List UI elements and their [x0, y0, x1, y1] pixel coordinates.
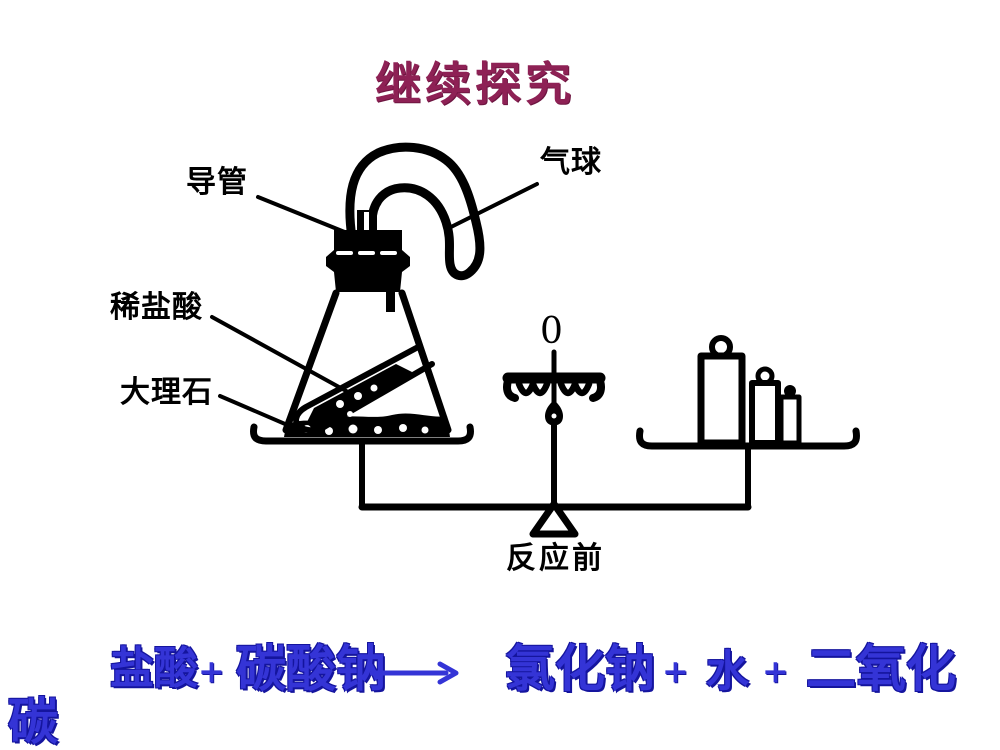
- scale-ridges: [515, 380, 593, 397]
- tube-pointer-line: [256, 195, 359, 239]
- marble-chip-dot: [399, 424, 407, 432]
- balloon-pointer-line: [447, 182, 539, 230]
- marble-chip-dot: [374, 426, 382, 434]
- acid-bubble: [336, 400, 344, 408]
- glass-tube-bore: [364, 212, 369, 246]
- acid-bubble: [370, 384, 378, 392]
- label-dilute-acid: 稀盐酸: [110, 290, 203, 325]
- eq-plus1: +: [198, 652, 225, 690]
- rubber-stopper: [326, 230, 410, 292]
- eq-product3-part1: 二氧化: [806, 639, 956, 698]
- flask: [282, 289, 452, 434]
- test-tube: [293, 343, 435, 434]
- weight-small: [778, 394, 802, 446]
- reaction-arrow-icon: [370, 661, 459, 685]
- pointer-tip: [544, 400, 564, 426]
- weight-large: [697, 352, 746, 447]
- scale-zero: 0: [540, 311, 563, 352]
- scale-bracket-hooks: [503, 374, 605, 402]
- eq-plus3: +: [762, 652, 789, 690]
- marble-chip-dot: [421, 426, 429, 434]
- marble-chip-dot: [348, 424, 358, 434]
- eq-reactant1: 盐酸: [110, 643, 198, 694]
- marble-chip-dot: [325, 427, 333, 435]
- weight-medium: [749, 380, 781, 446]
- eq-product1: 氯化钠: [505, 639, 655, 698]
- eq-reactant2: 碳酸钠: [236, 639, 386, 698]
- weight-small-knob: [784, 385, 796, 397]
- balloon: [345, 142, 485, 281]
- acid-pointer-line: [210, 315, 350, 394]
- label-balloon: 气球: [540, 145, 602, 180]
- acid-bubble: [354, 392, 362, 400]
- eq-product2: 水: [706, 647, 749, 697]
- fulcrum: [529, 500, 579, 538]
- eq-product3-part2: 碳: [8, 692, 58, 750]
- page-title: 继续探究: [375, 57, 575, 111]
- label-before-reaction: 反应前: [506, 541, 605, 576]
- label-marble: 大理石: [120, 375, 213, 410]
- marble-pointer-line: [218, 394, 301, 432]
- acid-bubble: [347, 411, 353, 417]
- label-tube: 导管: [186, 165, 248, 200]
- tube-tip-in-flask: [386, 292, 395, 312]
- eq-plus2: +: [662, 652, 689, 690]
- pointer-tip-dot: [551, 413, 557, 419]
